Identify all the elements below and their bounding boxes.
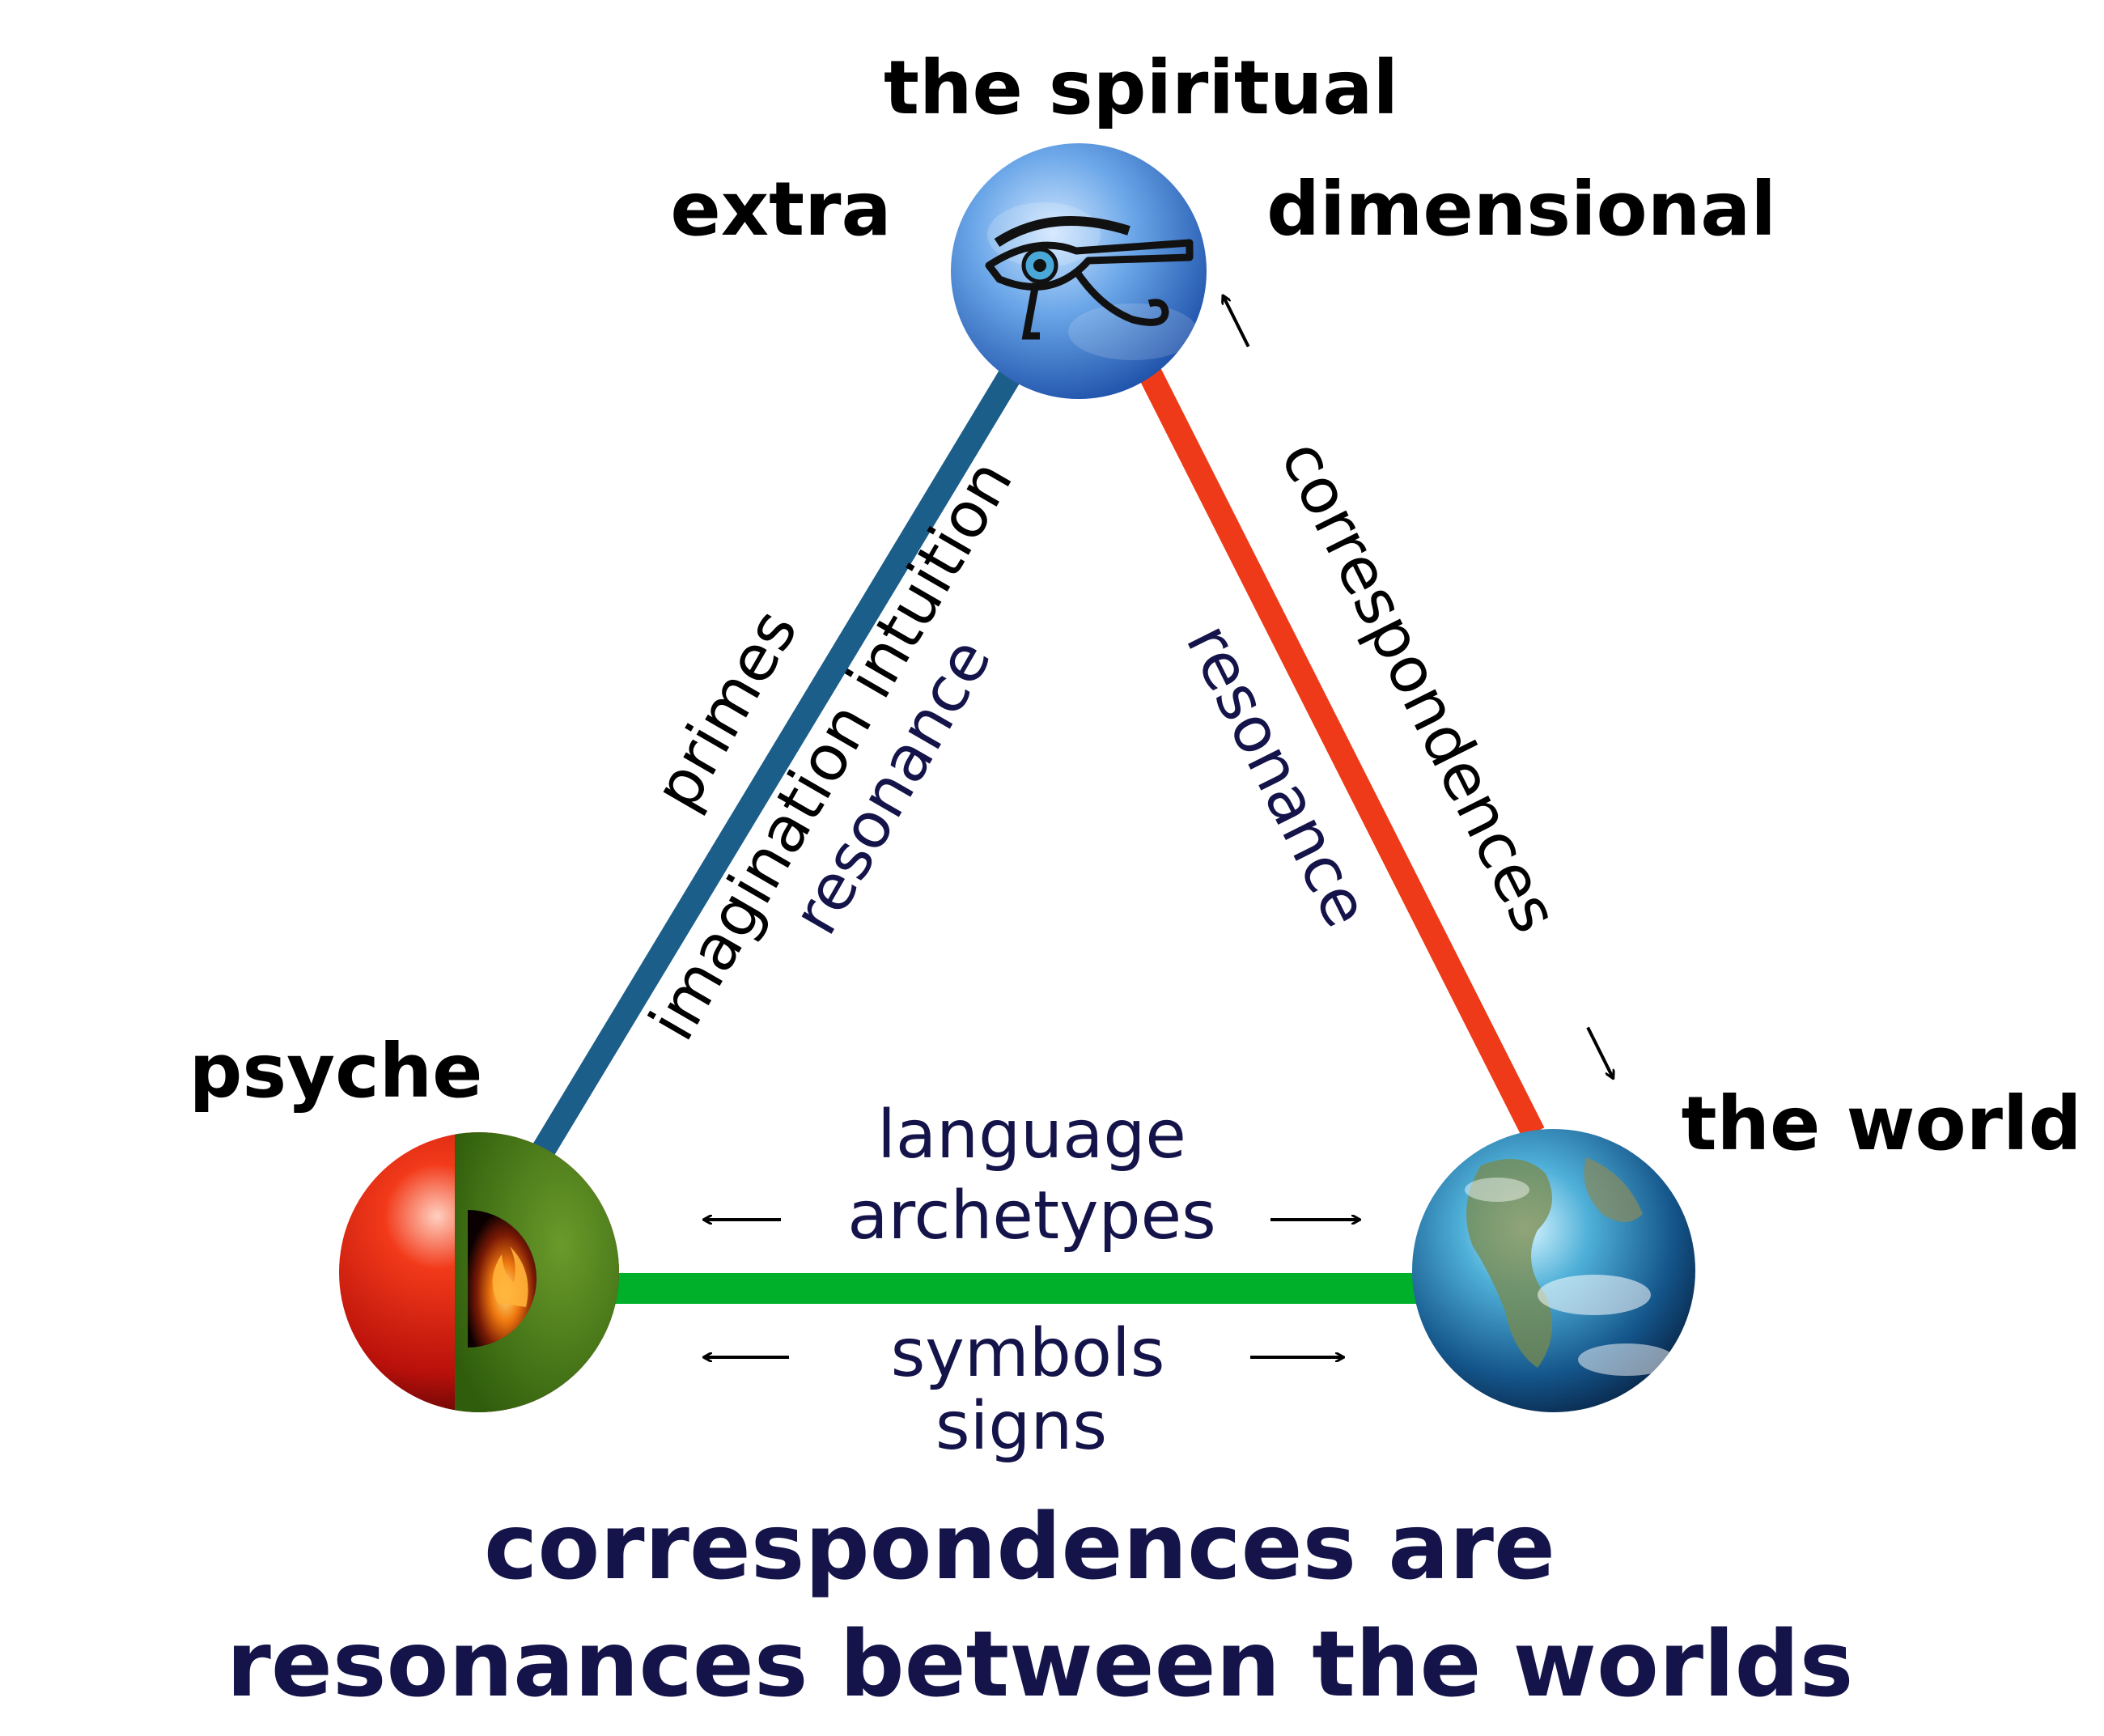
globe-icon bbox=[1465, 1157, 1675, 1376]
signs-label: signs bbox=[935, 1388, 1107, 1465]
archetypes-label: archetypes bbox=[847, 1178, 1216, 1254]
earth-sphere bbox=[1412, 1129, 1695, 1412]
eye-of-horus-icon bbox=[985, 216, 1194, 340]
psyche-label: psyche bbox=[189, 1028, 482, 1114]
arrow-down-icon bbox=[1586, 1026, 1613, 1078]
psyche-sphere bbox=[339, 1132, 619, 1412]
world-label: the world bbox=[1682, 1080, 2082, 1167]
spiritual-sphere bbox=[951, 143, 1207, 399]
spiritual-title: the spiritual bbox=[884, 45, 1398, 131]
symbols-label: symbols bbox=[891, 1315, 1165, 1392]
spiritual-right-label: dimensional bbox=[1266, 166, 1776, 253]
caption-line-1: correspondences are bbox=[484, 1495, 1555, 1600]
arrow-up-icon bbox=[1223, 296, 1250, 348]
spiritual-left-label: extra bbox=[670, 166, 891, 253]
left-connector-line bbox=[524, 340, 1038, 1172]
caption-line-2: resonances between the worlds bbox=[227, 1612, 1854, 1717]
language-label: language bbox=[877, 1097, 1186, 1174]
right-connector-line bbox=[1126, 342, 1545, 1139]
